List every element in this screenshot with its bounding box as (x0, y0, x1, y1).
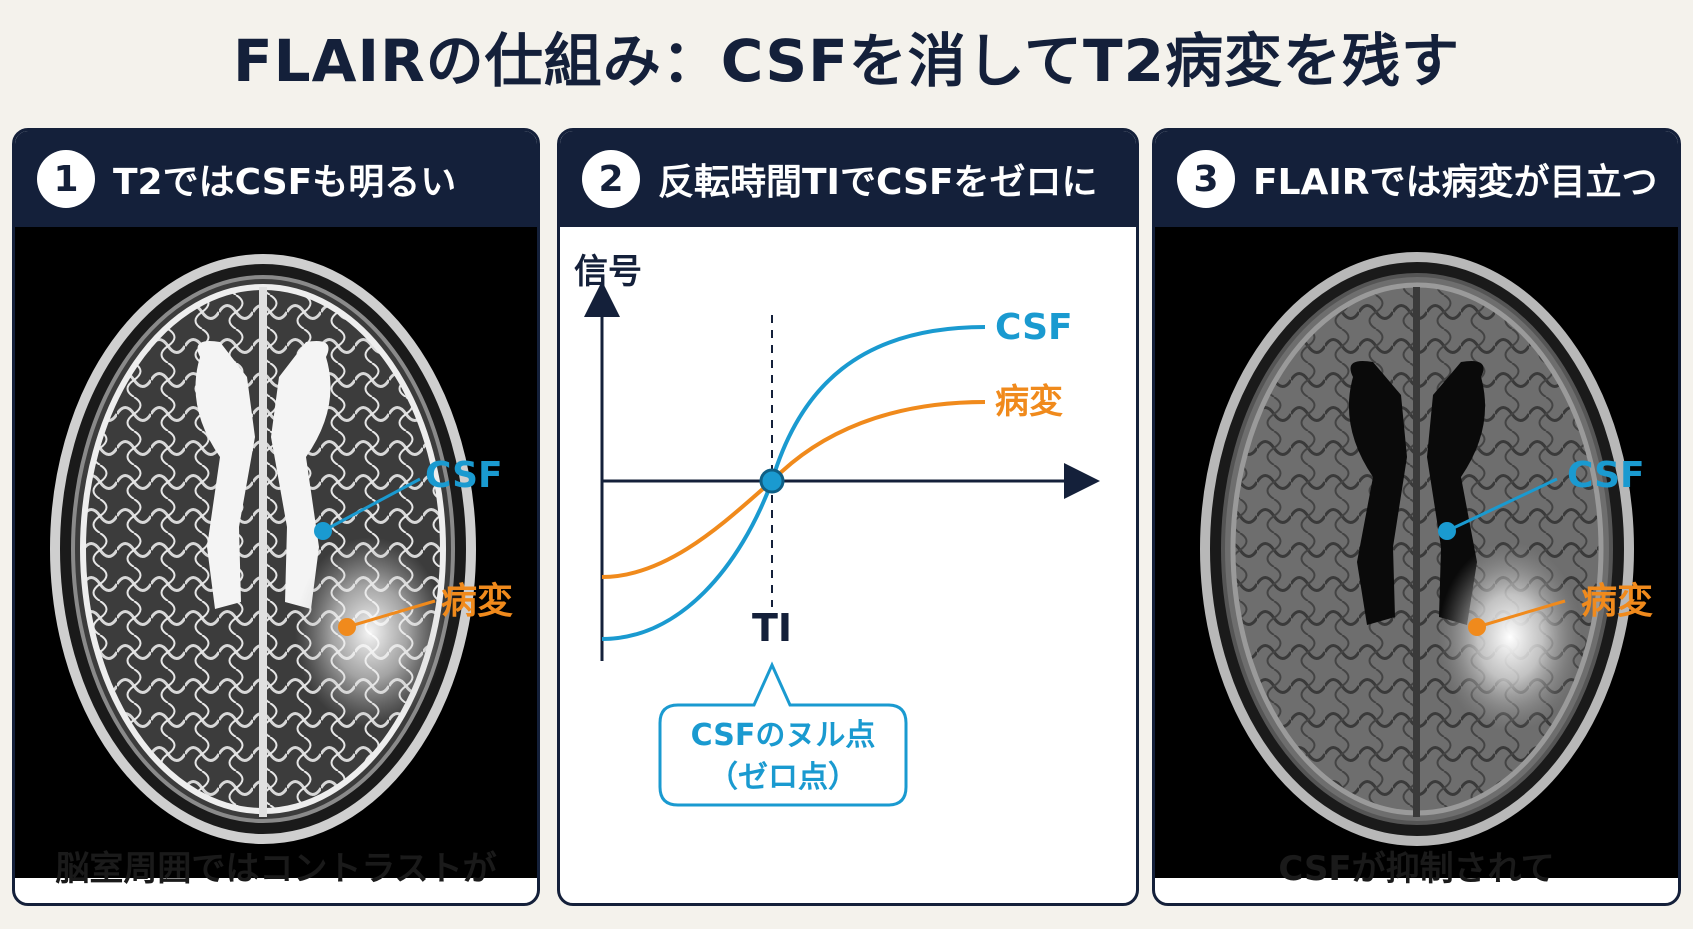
series-label-lesion: 病変 (995, 382, 1063, 422)
panel-flair: 3 FLAIRでは病変が目立つ (1152, 128, 1681, 906)
series-label-csf: CSF (995, 307, 1073, 348)
y-axis-label: 信号 (574, 252, 642, 292)
signal-curve-graph: 信号 CSF 病変 TI CSFのヌル点 （ゼロ点） (574, 252, 1100, 807)
panel-heading: 反転時間TIでCSFをゼロに (658, 162, 1098, 203)
panel-header: 1 T2ではCSFも明るい (15, 131, 537, 227)
ti-label: TI (752, 606, 792, 650)
panel-caption: CSFが抑制されて 病変が見やすい (1155, 849, 1678, 904)
step-number-badge: 2 (582, 150, 640, 208)
callout-line: （ゼロ点） (708, 760, 858, 795)
csf-curve (601, 325, 986, 641)
panel-heading: T2ではCSFも明るい (113, 162, 457, 203)
page-title: FLAIRの仕組み：CSFを消してT2病変を残す (233, 27, 1460, 95)
caption-line: 脳室周囲ではコントラストが (55, 848, 497, 889)
panel-caption: 脳室周囲ではコントラストが 分かりにくい (15, 849, 537, 904)
caption-line: 分かりにくい (174, 896, 377, 904)
panel-inversion-time: 2 反転時間TIでCSFをゼロに 信号 CSF 病変 TI CSFのヌル点 （ゼ… (557, 128, 1139, 906)
step-number-badge: 3 (1177, 150, 1235, 208)
step-number-badge: 1 (37, 150, 95, 208)
panel-t2: 1 T2ではCSFも明るい (12, 128, 540, 906)
null-point-dot (759, 468, 785, 494)
caption-line: 病変が見やすい (1298, 896, 1536, 904)
caption-line: CSFが抑制されて (1278, 848, 1555, 889)
null-point-callout (658, 661, 908, 807)
panel-header: 2 反転時間TIでCSFをゼロに (560, 131, 1136, 227)
panel-header: 3 FLAIRでは病変が目立つ (1155, 131, 1678, 227)
flair-brain-image: CSF 病変 (1155, 227, 1678, 878)
callout-line: CSFのヌル点 (691, 718, 876, 753)
panel-heading: FLAIRでは病変が目立つ (1253, 162, 1658, 203)
t2-brain-image: CSF 病変 (15, 227, 537, 878)
